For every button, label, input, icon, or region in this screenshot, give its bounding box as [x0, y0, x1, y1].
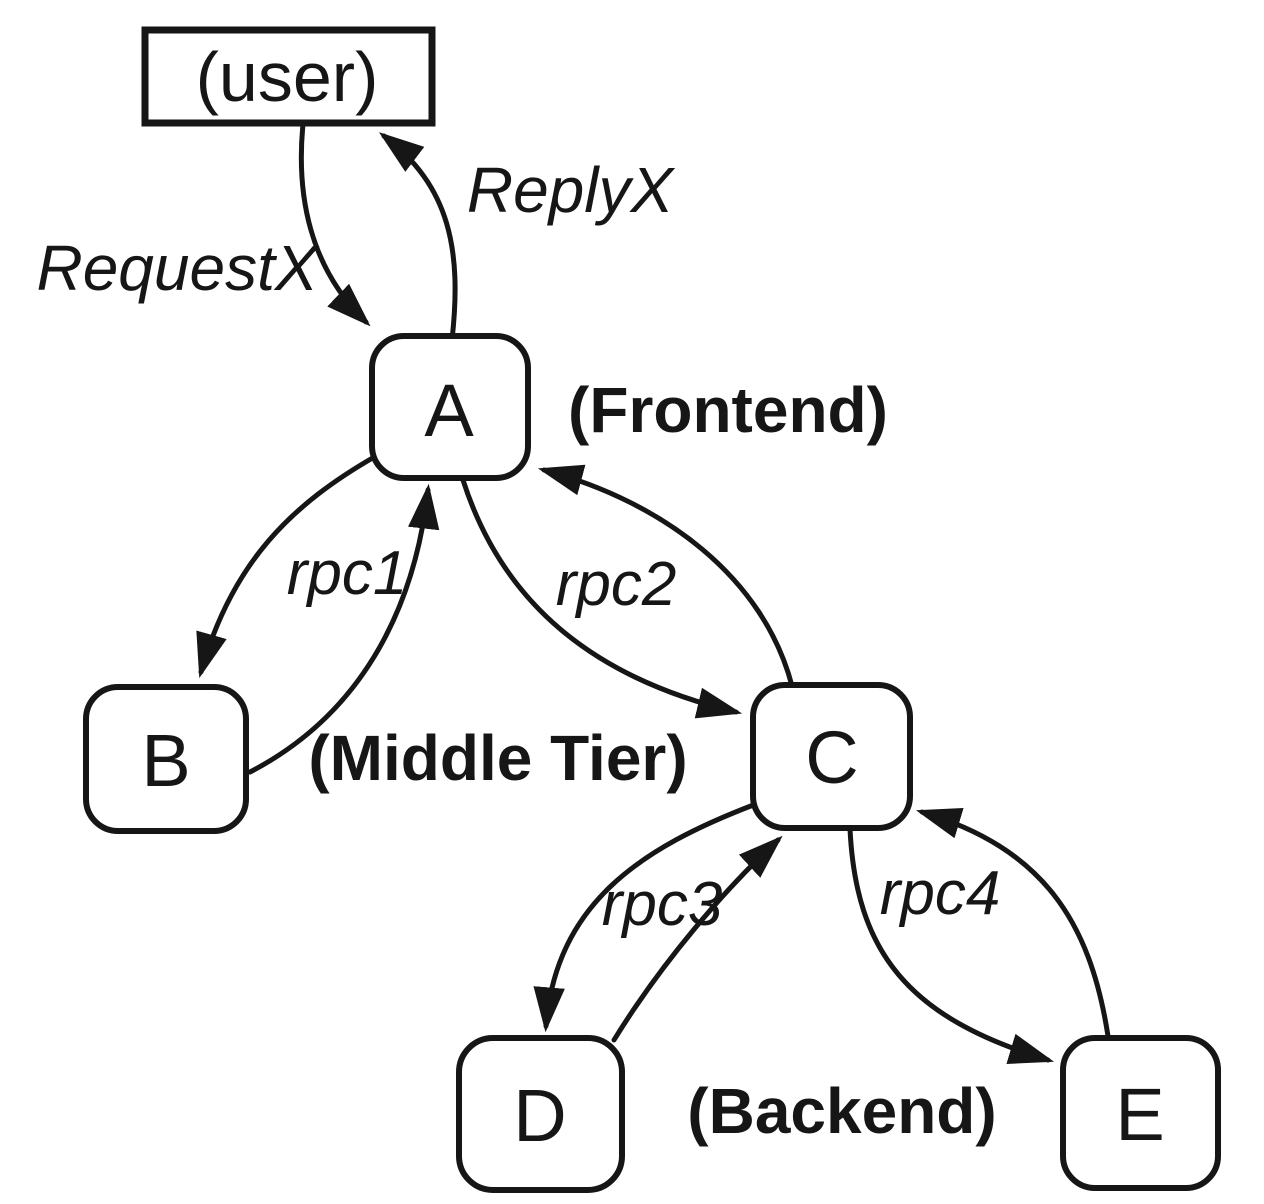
node-d-box — [456, 1035, 625, 1193]
node-a-box — [369, 333, 531, 481]
edge-label-requestx: RequestX — [36, 232, 319, 304]
node-user-box — [141, 26, 436, 127]
annotation-frontend: (Frontend) — [568, 374, 888, 446]
edge-rpc2-call-a-to-c — [460, 477, 743, 719]
edge-label-rpc1: rpc1 — [287, 539, 408, 608]
edge-label-rpc3: rpc3 — [602, 870, 723, 939]
edge-rpc3-return-d-to-c — [611, 835, 783, 1043]
node-c-box — [750, 682, 913, 831]
node-b-box — [83, 684, 249, 834]
edge-rpc1-return-b-to-a — [247, 483, 440, 775]
node-e-label: E — [1115, 1073, 1164, 1156]
node-d-label: D — [513, 1074, 566, 1157]
edge-label-rpc2: rpc2 — [556, 550, 677, 619]
edge-label-rpc4: rpc4 — [880, 859, 1001, 928]
node-b-label: B — [141, 719, 190, 802]
annotation-middle-tier: (Middle Tier) — [308, 722, 687, 794]
edge-label-replyx: ReplyX — [467, 154, 676, 226]
edge-rpc1-call-a-to-b — [196, 453, 379, 679]
edge-rpc4-call-c-to-e — [847, 826, 1055, 1064]
edge-rpc2-return-c-to-a — [537, 464, 795, 689]
edge-requestx-user-to-a — [298, 121, 371, 327]
node-e-box — [1060, 1035, 1221, 1191]
annotation-backend: (Backend) — [687, 1075, 996, 1147]
edge-rpc4-return-e-to-c — [915, 808, 1111, 1039]
node-c-label: C — [805, 716, 858, 799]
node-a-label: A — [424, 369, 474, 452]
node-user-label: (user) — [196, 38, 379, 116]
edge-rpc3-call-c-to-d — [533, 801, 759, 1033]
edge-replyx-a-to-user — [378, 132, 458, 343]
